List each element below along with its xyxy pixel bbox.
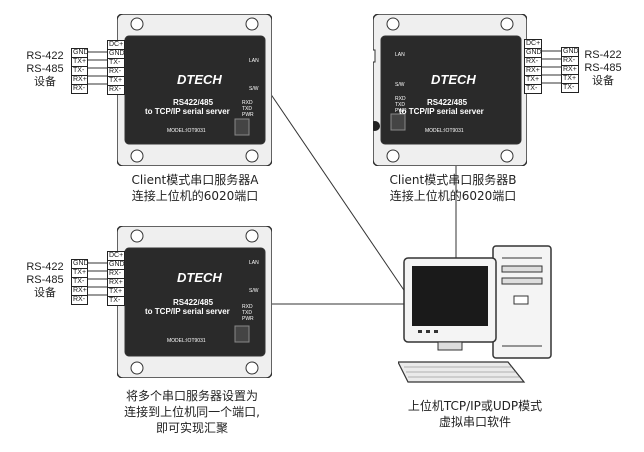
model-label: MODEL:IOT9031 [167,338,206,344]
device-a-body [117,14,272,166]
serial-server-b: DTECH RS422/485 to TCP/IP serial server … [373,14,527,166]
device-a-pins: DC+GND TX-RX- TX+RX- [107,40,125,95]
product-line2: to TCP/IP serial server [145,107,230,116]
serial-server-a: DTECH RS422/485 to TCP/IP serial server … [117,14,272,166]
lan-label: LAN [249,260,259,266]
brand-logo: DTECH [177,72,222,87]
sw-label: S/W [249,86,259,92]
host-computer-icon [398,245,552,383]
caption-c: 将多个串口服务器设置为连接到上位机同一个端口,即可实现汇聚 [124,389,260,435]
serial-server-c: DTECH RS422/485 to TCP/IP serial server … [117,226,272,378]
line-a-to-host [267,89,413,303]
product-line2: to TCP/IP serial server [399,107,484,116]
lan-label: LAN [395,52,405,58]
device-c-pins: DC+GND RX-RX+ TX+TX- [107,251,125,306]
brand-logo: DTECH [177,270,222,285]
device-b-body [373,14,527,166]
model-label: MODEL:IOT9031 [167,128,206,134]
product-line2: to TCP/IP serial server [145,307,230,316]
product-line1: RS422/485 [173,98,214,107]
product-line1: RS422/485 [427,98,468,107]
sw-label: S/W [249,288,259,294]
host-caption: 上位机TCP/IP或UDP模式虚拟串口软件 [407,399,543,429]
brand-logo: DTECH [431,72,476,87]
lan-label: LAN [249,58,259,64]
model-label: MODEL:IOT9031 [425,128,464,134]
device-b-pins: DC+GND RX-RX+ TX+TX- [524,39,542,94]
device-c-body [117,226,272,378]
sw-label: S/W [395,82,405,88]
product-line1: RS422/485 [173,298,214,307]
